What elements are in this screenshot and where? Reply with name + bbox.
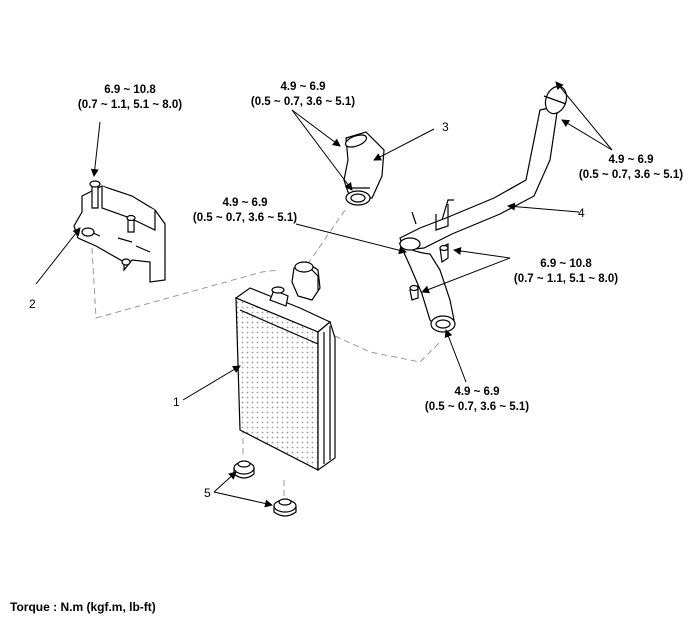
assembly-lines bbox=[91, 209, 441, 500]
torque-spec-hose3-clamp: 4.9 ~ 6.9 (0.5 ~ 0.7, 3.6 ~ 5.1) bbox=[228, 80, 378, 110]
torque-value-alt: (0.7 ~ 1.1, 5.1 ~ 8.0) bbox=[77, 99, 183, 111]
leader-arrows bbox=[35, 81, 613, 508]
torque-spec-pipe4-end-clamp: 4.9 ~ 6.9 (0.5 ~ 0.7, 3.6 ~ 5.1) bbox=[564, 153, 698, 183]
torque-value-nm: 6.9 ~ 10.8 bbox=[104, 84, 156, 96]
callout-2: 2 bbox=[29, 297, 36, 311]
torque-spec-lower-clamp: 4.9 ~ 6.9 (0.5 ~ 0.7, 3.6 ~ 5.1) bbox=[402, 385, 552, 415]
torque-value-alt: (0.5 ~ 0.7, 3.6 ~ 5.1) bbox=[192, 212, 298, 224]
intake-hose bbox=[343, 131, 385, 206]
torque-spec-bracket-bolt: 6.9 ~ 10.8 (0.7 ~ 1.1, 5.1 ~ 8.0) bbox=[60, 83, 200, 113]
callout-5: 5 bbox=[204, 486, 211, 500]
intercooler-pipe bbox=[398, 85, 568, 333]
torque-value-nm: 4.9 ~ 6.9 bbox=[222, 197, 268, 209]
torque-spec-pipe-bolts: 6.9 ~ 10.8 (0.7 ~ 1.1, 5.1 ~ 8.0) bbox=[496, 257, 636, 287]
torque-units-note: Torque : N.m (kgf.m, lb-ft) bbox=[10, 600, 156, 614]
torque-value-nm: 6.9 ~ 10.8 bbox=[540, 258, 592, 270]
torque-value-nm: 4.9 ~ 6.9 bbox=[454, 386, 500, 398]
callout-3: 3 bbox=[442, 120, 449, 134]
intercooler bbox=[234, 261, 336, 472]
torque-value-nm: 4.9 ~ 6.9 bbox=[280, 81, 326, 93]
torque-spec-mid-clamp: 4.9 ~ 6.9 (0.5 ~ 0.7, 3.6 ~ 5.1) bbox=[170, 196, 320, 226]
callout-4: 4 bbox=[578, 206, 585, 220]
torque-value-alt: (0.7 ~ 1.1, 5.1 ~ 8.0) bbox=[513, 273, 619, 285]
rubber-mounts bbox=[233, 460, 297, 517]
bracket bbox=[73, 180, 166, 283]
torque-value-alt: (0.5 ~ 0.7, 3.6 ~ 5.1) bbox=[424, 401, 530, 413]
torque-value-alt: (0.5 ~ 0.7, 3.6 ~ 5.1) bbox=[250, 96, 356, 108]
torque-value-nm: 4.9 ~ 6.9 bbox=[608, 154, 654, 166]
torque-value-alt: (0.5 ~ 0.7, 3.6 ~ 5.1) bbox=[578, 169, 684, 181]
callout-1: 1 bbox=[173, 395, 180, 409]
